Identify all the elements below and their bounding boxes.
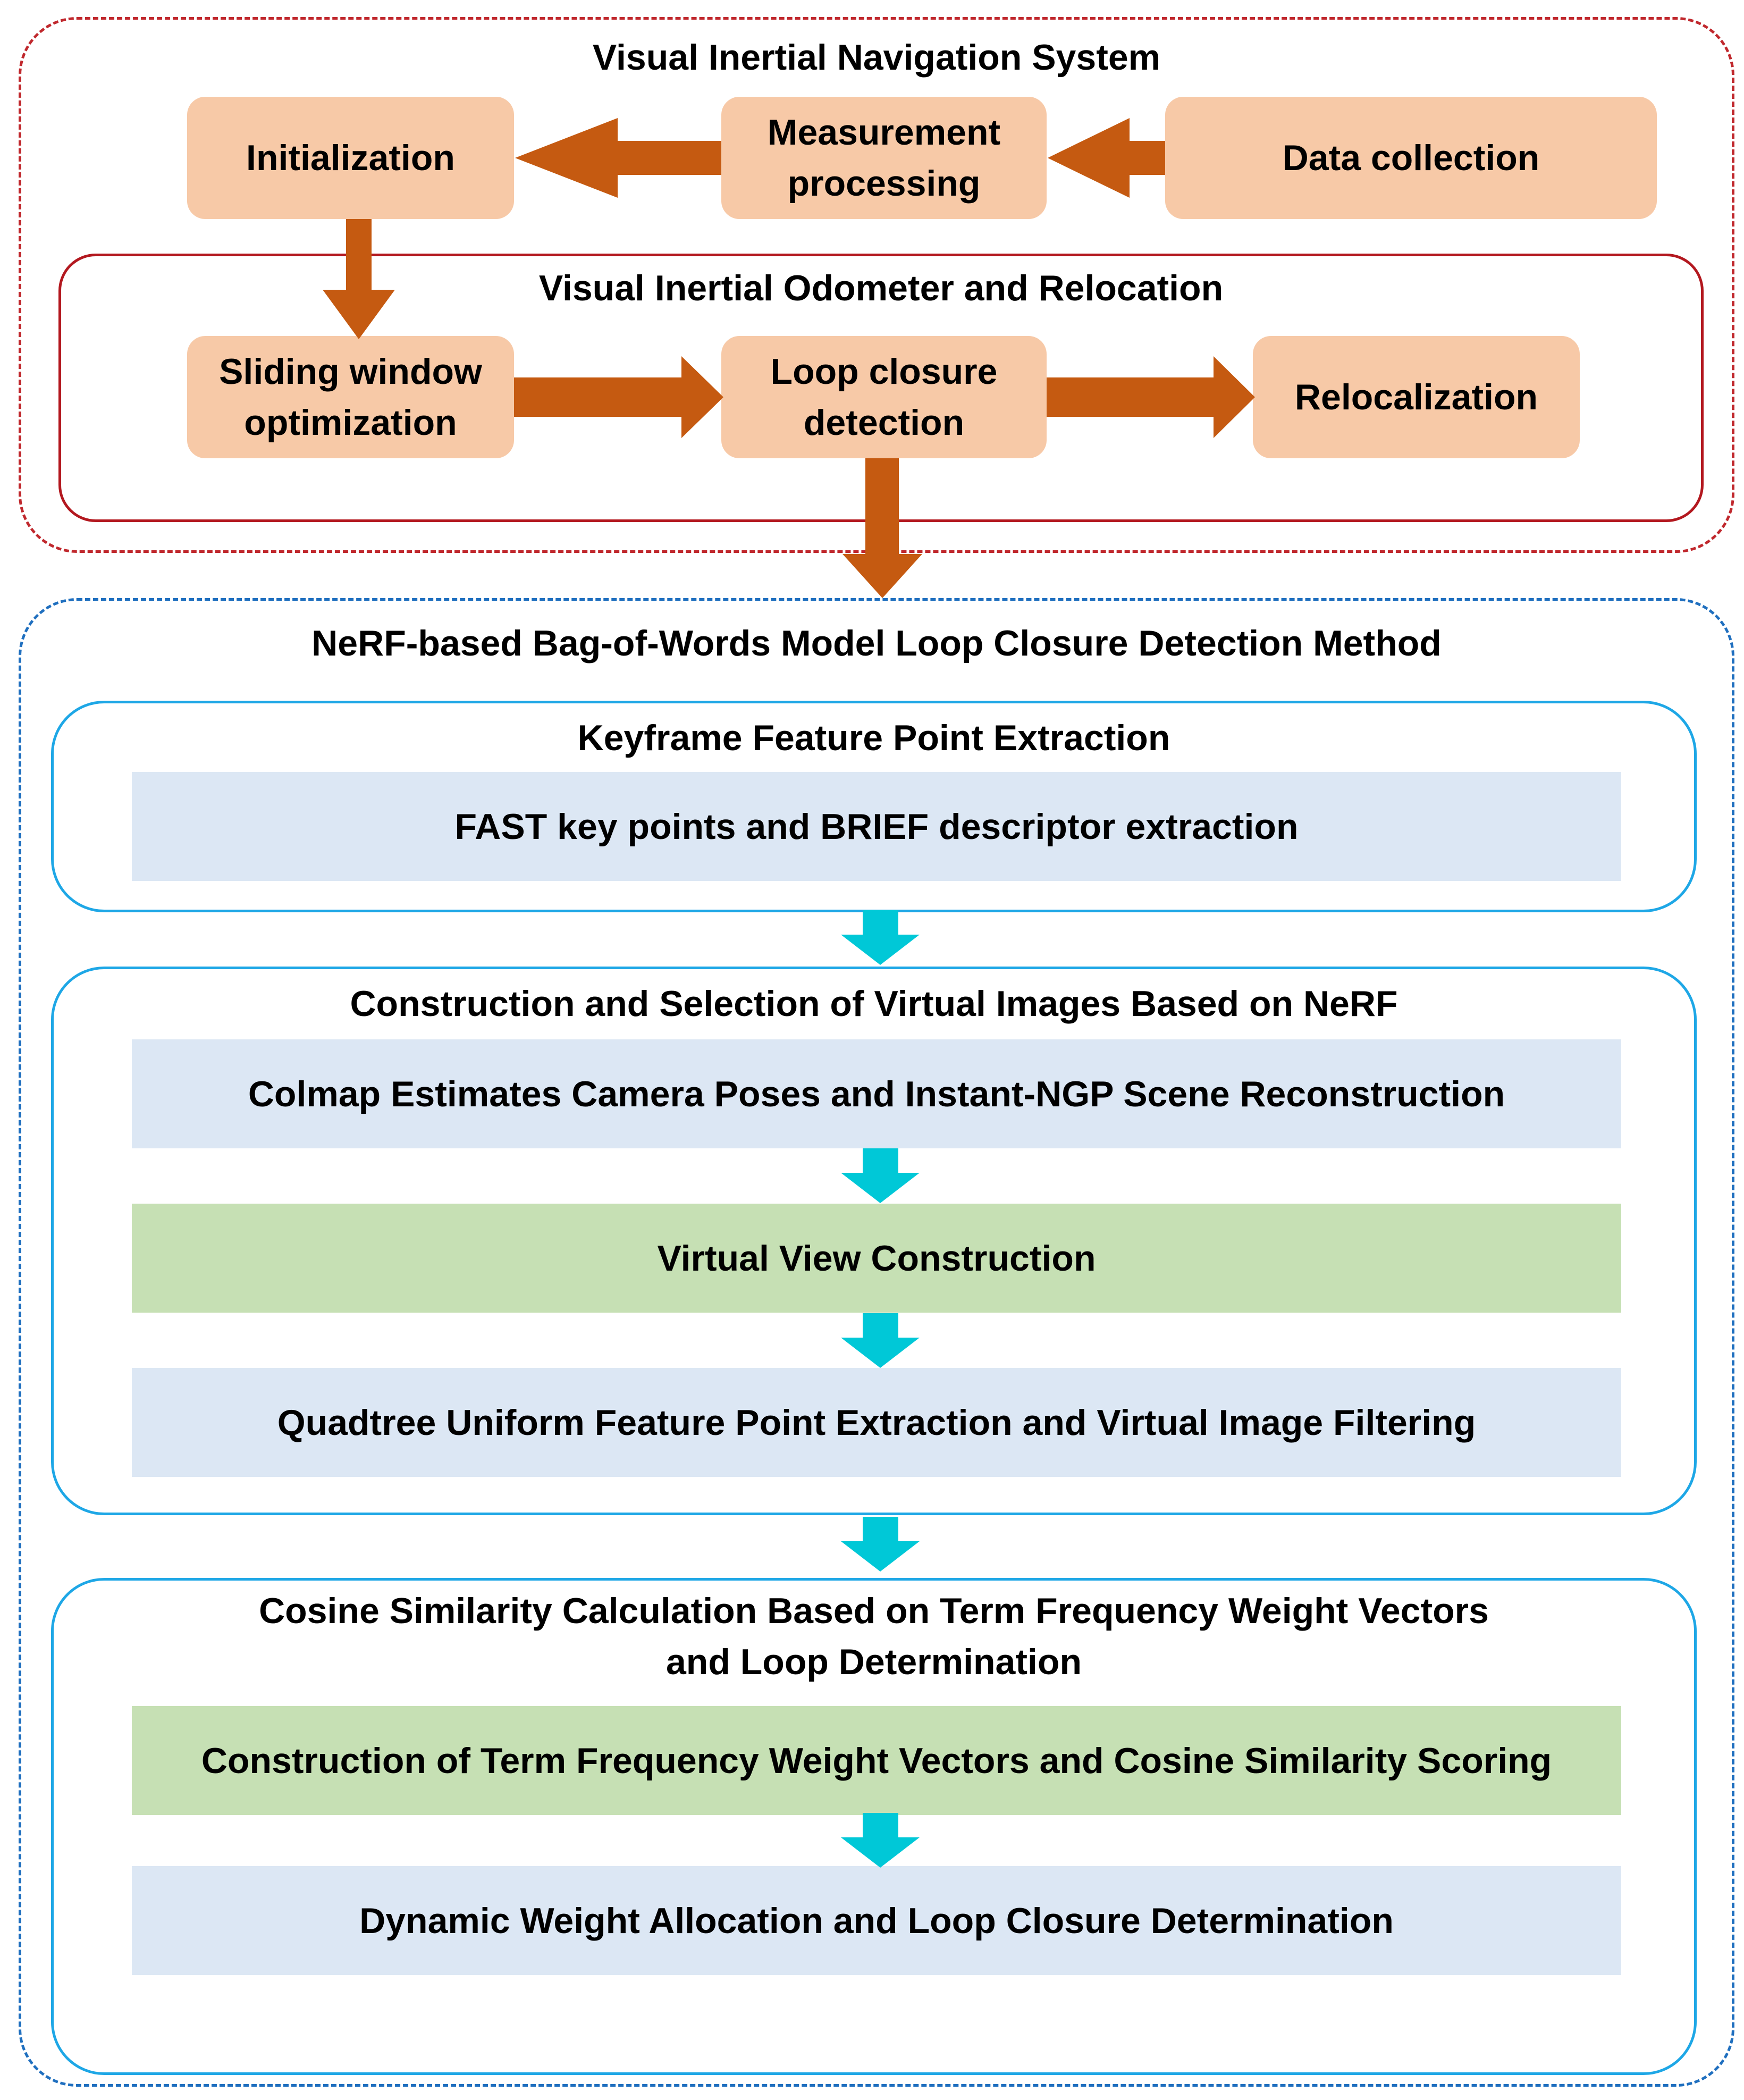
nerf-title: NeRF-based Bag-of-Words Model Loop Closu… [311, 623, 1442, 663]
arrow-virtual-view-to-quadtree [841, 1313, 920, 1368]
arrow-loop-to-relocalization [1047, 356, 1255, 438]
arrow-loop-to-nerf [842, 458, 922, 598]
arrow-sliding-to-loop [514, 356, 723, 438]
dynamic-weight-step: Dynamic Weight Allocation and Loop Closu… [132, 1866, 1621, 1975]
vio-title: Visual Inertial Odometer and Relocation [538, 268, 1224, 308]
virtual-images-title: Construction and Selection of Virtual Im… [350, 984, 1398, 1024]
arrow-section2-to-section3 [841, 1517, 920, 1572]
quadtree-filtering-step: Quadtree Uniform Feature Point Extractio… [132, 1368, 1621, 1477]
relocalization-box: Relocalization [1253, 336, 1580, 458]
arrow-data-to-measurement [1048, 118, 1165, 198]
initialization-box: Initialization [187, 97, 514, 219]
measurement-processing-box: Measurement processing [721, 97, 1047, 219]
virtual-images-section [51, 967, 1697, 1515]
nerf-method-container [19, 598, 1734, 2087]
term-frequency-scoring-step: Construction of Term Frequency Weight Ve… [132, 1706, 1621, 1815]
virtual-view-construction-step: Virtual View Construction [132, 1204, 1621, 1313]
sliding-window-box: Sliding window optimization [187, 336, 514, 458]
arrow-scoring-to-dynamic-weight [841, 1813, 920, 1868]
loop-closure-box: Loop closure detection [721, 336, 1047, 458]
arrow-colmap-to-virtual-view [841, 1148, 920, 1203]
cosine-similarity-title: Cosine Similarity Calculation Based on T… [259, 1591, 1489, 1682]
arrow-initialization-to-sliding-window [323, 219, 395, 339]
colmap-instant-ngp-step: Colmap Estimates Camera Poses and Instan… [132, 1039, 1621, 1148]
fast-brief-step: FAST key points and BRIEF descriptor ext… [132, 772, 1621, 881]
arrow-measurement-to-initialization [515, 118, 721, 198]
cosine-similarity-section [51, 1578, 1697, 2075]
keyframe-extraction-title: Keyframe Feature Point Extraction [577, 718, 1170, 758]
arrow-section1-to-section2 [841, 910, 920, 965]
vins-title: Visual Inertial Navigation System [592, 37, 1161, 78]
data-collection-box: Data collection [1165, 97, 1657, 219]
